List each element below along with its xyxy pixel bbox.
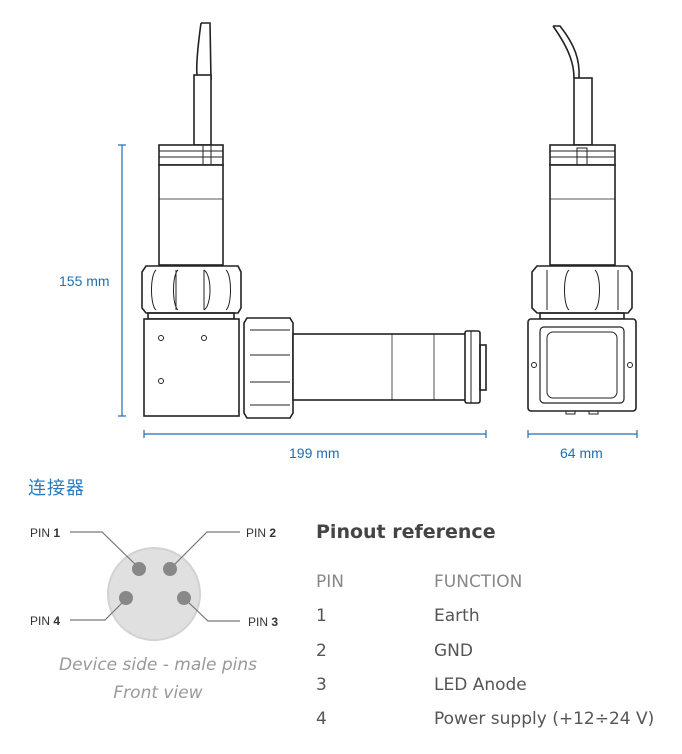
pinout-title: Pinout reference <box>316 521 496 543</box>
height-dimension-label: 155 mm <box>59 273 110 289</box>
pin-number: 2 <box>316 641 327 661</box>
pin-function: Earth <box>434 606 480 626</box>
pin-1 <box>132 562 146 576</box>
pin-4-label: PIN 4 <box>30 614 61 628</box>
pin-function: GND <box>434 641 473 661</box>
pin-number: 3 <box>316 675 327 695</box>
width-dimension-label: 64 mm <box>560 445 603 461</box>
connector-face-diagram <box>70 531 240 641</box>
width-dimension-line <box>527 430 638 438</box>
pin-3 <box>177 591 191 605</box>
connector-caption-line1: Device side - male pins <box>58 655 258 675</box>
length-dimension-line <box>143 430 487 438</box>
pin-column-header: PIN <box>316 572 344 592</box>
height-dimension-line <box>118 144 126 417</box>
pin-number: 1 <box>316 606 327 626</box>
sensor-front-view <box>527 25 637 415</box>
pin-1-label: PIN 1 <box>30 526 61 540</box>
function-column-header: FUNCTION <box>434 572 523 592</box>
connector-face <box>107 547 201 641</box>
sensor-side-view <box>141 22 487 419</box>
pin-3-label: PIN 3 <box>248 615 279 629</box>
pin-function: Power supply (+12÷24 V) <box>434 709 655 729</box>
pin-4 <box>119 591 133 605</box>
pin-function: LED Anode <box>434 675 527 695</box>
connector-section-title: 连接器 <box>28 478 85 499</box>
pin-number: 4 <box>316 709 327 729</box>
pin-2 <box>163 562 177 576</box>
length-dimension-label: 199 mm <box>289 445 340 461</box>
pin-2-label: PIN 2 <box>246 526 277 540</box>
connector-caption-line2: Front view <box>113 683 203 703</box>
